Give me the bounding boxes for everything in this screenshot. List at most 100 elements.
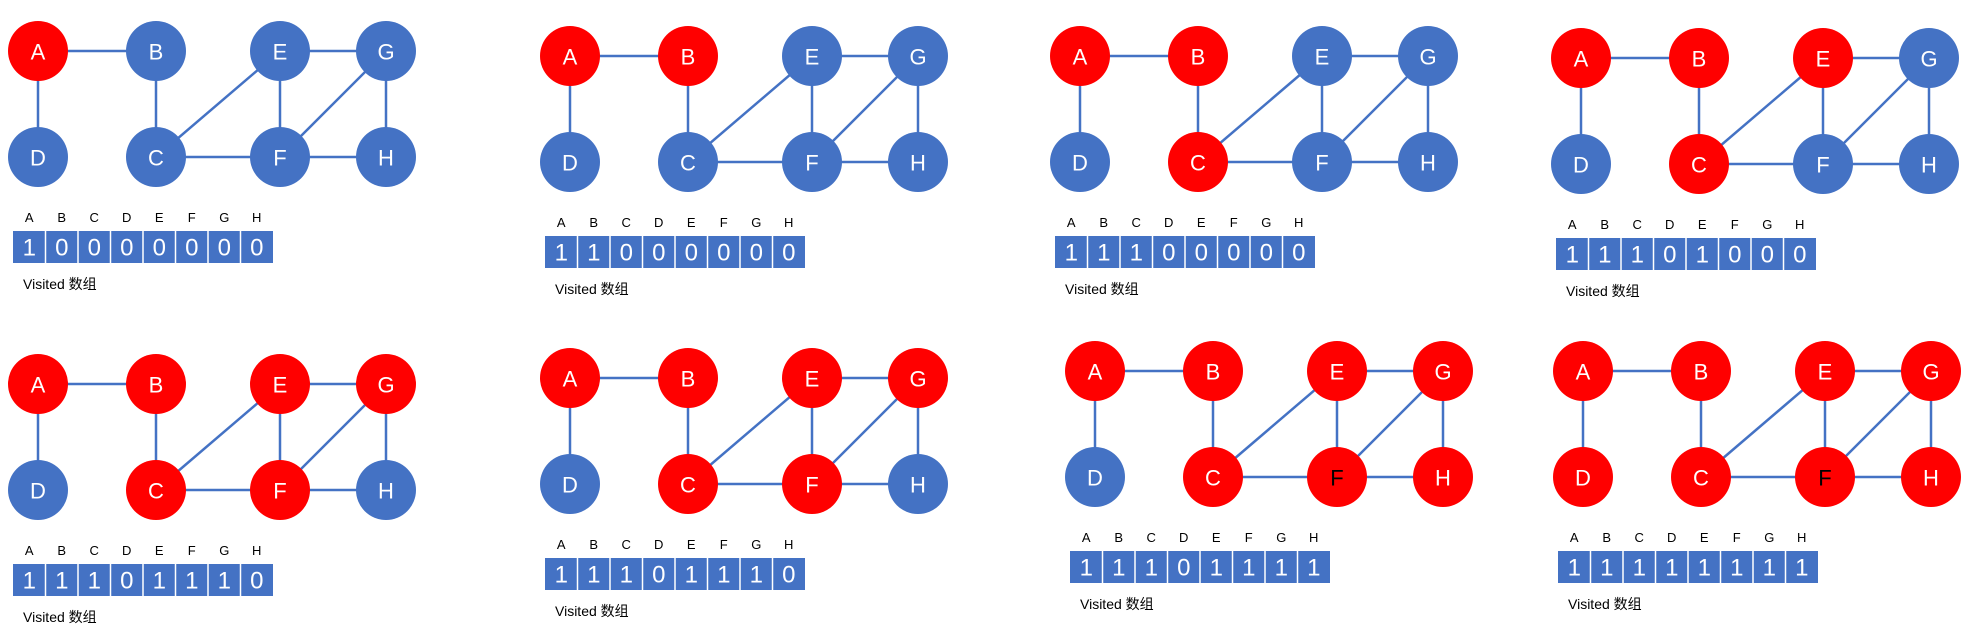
node-label: D	[1087, 466, 1103, 491]
node-D: D	[1553, 447, 1613, 507]
node-label: F	[1816, 153, 1829, 178]
array-caption: Visited 数组	[1568, 596, 1642, 612]
node-A: A	[8, 354, 68, 414]
node-label: C	[1205, 466, 1221, 491]
array-header-H: H	[1795, 217, 1804, 232]
array-caption: Visited 数组	[1080, 596, 1154, 612]
array-cell-F: 1	[717, 562, 730, 589]
node-circle	[1669, 134, 1729, 194]
node-G: G	[356, 354, 416, 414]
array-header-D: D	[122, 543, 131, 558]
node-circle	[782, 454, 842, 514]
node-circle	[1065, 341, 1125, 401]
node-label: G	[909, 367, 926, 392]
array-header-E: E	[687, 537, 696, 552]
array-header-E: E	[1698, 217, 1707, 232]
array-cell-H: 1	[1795, 555, 1808, 582]
array-caption: Visited 数组	[555, 603, 629, 619]
node-circle	[1292, 132, 1352, 192]
array-cell-E: 1	[685, 562, 698, 589]
node-circle	[1793, 134, 1853, 194]
array-cell-A: 1	[1080, 555, 1093, 582]
node-G: G	[1901, 341, 1961, 401]
node-D: D	[8, 127, 68, 187]
node-label: F	[805, 151, 818, 176]
array-cell-F: 1	[1730, 555, 1743, 582]
node-label: G	[1920, 47, 1937, 72]
node-label: G	[1419, 45, 1436, 70]
array-header-G: G	[751, 537, 761, 552]
array-header-D: D	[1665, 217, 1674, 232]
node-circle	[658, 26, 718, 86]
node-label: G	[1922, 360, 1939, 385]
node-H: H	[1899, 134, 1959, 194]
array-header-F: F	[1230, 215, 1238, 230]
array-header-D: D	[1164, 215, 1173, 230]
node-label: D	[562, 473, 578, 498]
array-cell-D: 0	[120, 235, 133, 262]
node-D: D	[540, 454, 600, 514]
array-header-H: H	[252, 543, 261, 558]
array-header-B: B	[1099, 215, 1108, 230]
array-cell-B: 1	[1600, 555, 1613, 582]
node-circle	[888, 132, 948, 192]
array-header-E: E	[1700, 530, 1709, 545]
node-label: F	[1315, 151, 1328, 176]
array-header-D: D	[1667, 530, 1676, 545]
node-label: H	[378, 479, 394, 504]
node-B: B	[658, 348, 718, 408]
array-header-E: E	[155, 210, 164, 225]
node-label: E	[273, 373, 288, 398]
array-cell-D: 0	[1162, 240, 1175, 267]
node-C: C	[658, 454, 718, 514]
array-cell-A: 1	[23, 568, 36, 595]
node-label: A	[1574, 47, 1589, 72]
node-label: C	[680, 151, 696, 176]
array-cell-C: 1	[1130, 240, 1143, 267]
node-label: B	[1191, 45, 1206, 70]
array-header-H: H	[784, 537, 793, 552]
node-circle	[658, 454, 718, 514]
node-H: H	[888, 454, 948, 514]
node-A: A	[1050, 26, 1110, 86]
node-label: H	[910, 473, 926, 498]
node-D: D	[1551, 134, 1611, 194]
node-E: E	[1292, 26, 1352, 86]
node-circle	[1553, 341, 1613, 401]
node-circle	[356, 21, 416, 81]
node-label: A	[31, 40, 46, 65]
node-label: H	[1921, 153, 1937, 178]
array-header-C: C	[90, 543, 99, 558]
node-C: C	[126, 460, 186, 520]
node-G: G	[1413, 341, 1473, 401]
node-label: F	[1818, 466, 1831, 491]
node-label: A	[31, 373, 46, 398]
node-label: C	[148, 479, 164, 504]
node-label: A	[563, 45, 578, 70]
array-cell-D: 0	[120, 568, 133, 595]
node-circle	[8, 127, 68, 187]
array-cell-G: 0	[218, 235, 231, 262]
array-cell-A: 1	[555, 562, 568, 589]
array-header-G: G	[751, 215, 761, 230]
array-cell-H: 1	[1307, 555, 1320, 582]
node-E: E	[782, 348, 842, 408]
node-circle	[1413, 341, 1473, 401]
array-header-A: A	[557, 537, 566, 552]
array-header-B: B	[57, 543, 66, 558]
array-header-H: H	[1797, 530, 1806, 545]
node-label: C	[1693, 466, 1709, 491]
array-cell-D: 0	[652, 240, 665, 267]
node-F: F	[250, 127, 310, 187]
node-G: G	[888, 348, 948, 408]
node-label: E	[805, 367, 820, 392]
array-header-B: B	[1602, 530, 1611, 545]
node-F: F	[1793, 134, 1853, 194]
node-circle	[1795, 447, 1855, 507]
